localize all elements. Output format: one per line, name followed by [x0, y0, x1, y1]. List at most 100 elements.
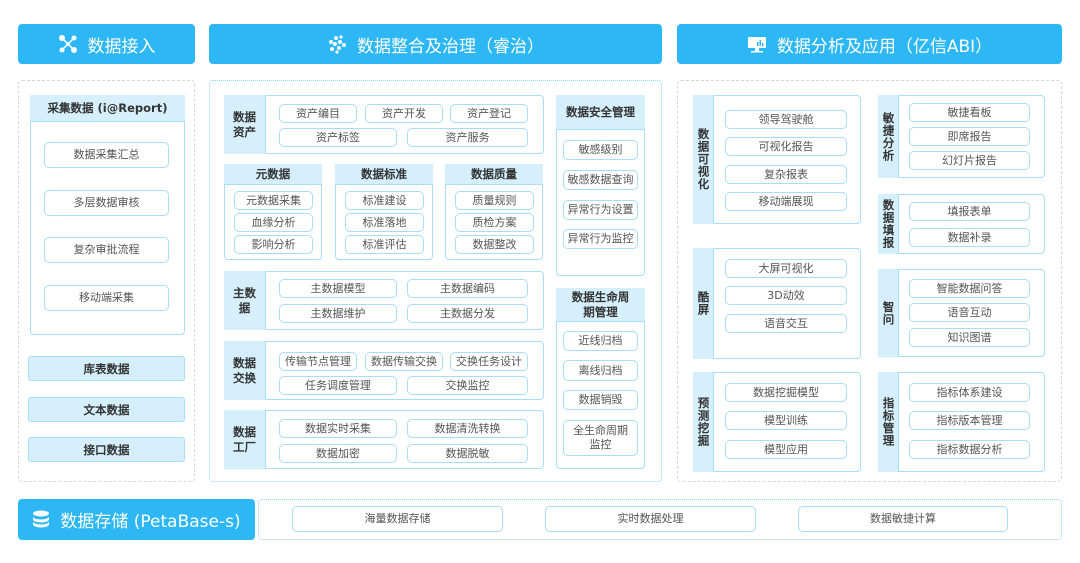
module-item[interactable]: 数据加密: [279, 444, 397, 463]
screen-title: 酷屏: [693, 248, 714, 359]
module-item[interactable]: 幻灯片报告: [909, 151, 1030, 170]
module-item[interactable]: 数据补录: [909, 228, 1030, 247]
lifecycle-title: 数据生命周期管理: [556, 288, 645, 322]
module-item[interactable]: 指标数据分析: [909, 440, 1030, 459]
module-item[interactable]: 数据脱敏: [407, 444, 528, 463]
module-item[interactable]: 填报表单: [909, 202, 1030, 221]
module-item[interactable]: 资产编目: [279, 104, 357, 123]
meta-title: 元数据: [224, 164, 322, 185]
module-item[interactable]: 指标体系建设: [909, 383, 1030, 402]
module-item[interactable]: 大屏可视化: [725, 259, 847, 278]
module-item[interactable]: 海量数据存储: [292, 506, 503, 532]
module-item[interactable]: 数据实时采集: [279, 419, 397, 438]
module-item[interactable]: 主数据分发: [407, 304, 528, 323]
module-item[interactable]: 标准落地: [345, 213, 424, 232]
module-item[interactable]: 标准建设: [345, 191, 424, 210]
module-item[interactable]: 资产登记: [450, 104, 528, 123]
module-item[interactable]: 资产开发: [365, 104, 443, 123]
asset-title: 数据资产: [224, 95, 266, 154]
module-item[interactable]: 异常行为设置: [563, 200, 638, 220]
section-header-label: 数据分析及应用（亿信ABI）: [776, 36, 993, 57]
monitor-chart-icon: [747, 34, 767, 54]
fill-title: 数据填报: [878, 194, 899, 254]
module-item[interactable]: 敏感数据查询: [563, 170, 638, 190]
module-item[interactable]: 数据挖掘模型: [725, 383, 847, 402]
module-item[interactable]: 交换监控: [407, 376, 528, 395]
module-item[interactable]: 血缘分析: [234, 213, 313, 232]
module-item[interactable]: 主数据编码: [407, 279, 528, 298]
module-item[interactable]: 多层数据审核: [44, 190, 169, 216]
ask-title: 智问: [878, 269, 899, 357]
storage-panel: [258, 499, 1062, 540]
mining-title: 预测挖掘: [693, 372, 714, 472]
module-item[interactable]: 传输节点管理: [279, 352, 357, 371]
module-item[interactable]: 移动端采集: [44, 285, 169, 311]
module-item[interactable]: 资产服务: [407, 128, 528, 147]
module-item[interactable]: 领导驾驶舱: [725, 110, 847, 129]
module-item[interactable]: 影响分析: [234, 235, 313, 254]
data-source-0[interactable]: 库表数据: [28, 356, 185, 381]
module-item[interactable]: 敏感级别: [563, 140, 638, 160]
section-header-label: 数据存储 (PetaBase-s): [60, 512, 241, 532]
master-title: 主数据: [224, 271, 266, 330]
module-item[interactable]: 数据采集汇总: [44, 142, 169, 168]
agile-title: 敏捷分析: [878, 95, 899, 178]
database-icon: [32, 510, 50, 530]
module-item[interactable]: 质量规则: [455, 191, 534, 210]
section-header-label: 数据整合及治理（睿治）: [357, 36, 544, 57]
module-item[interactable]: 标准评估: [345, 235, 424, 254]
module-item[interactable]: 数据清洗转换: [407, 419, 528, 438]
section-header-0: 数据接入: [18, 24, 195, 64]
dots-grid-icon: [327, 34, 347, 54]
network-nodes-icon: [58, 34, 78, 54]
module-item[interactable]: 模型训练: [725, 411, 847, 430]
module-item[interactable]: 语音交互: [725, 314, 847, 333]
module-item[interactable]: 复杂报表: [725, 165, 847, 184]
module-item[interactable]: 主数据模型: [279, 279, 397, 298]
module-item[interactable]: 指标版本管理: [909, 411, 1030, 430]
collect-data-title: 采集数据 (i@Report): [30, 95, 185, 122]
factory-title: 数据工厂: [224, 410, 266, 469]
module-item[interactable]: 3D动效: [725, 286, 847, 305]
module-item[interactable]: 数据整改: [455, 235, 534, 254]
data-source-1[interactable]: 文本数据: [28, 397, 185, 422]
module-item[interactable]: 数据敏捷计算: [798, 506, 1008, 532]
module-item[interactable]: 离线归档: [563, 360, 638, 381]
viz-title: 数据可视化: [693, 95, 714, 224]
module-item[interactable]: 质检方案: [455, 213, 534, 232]
analysis-panel: [677, 80, 1062, 482]
module-item[interactable]: 交换任务设计: [450, 352, 528, 371]
section-header-label: 数据接入: [87, 36, 156, 57]
module-item[interactable]: 元数据采集: [234, 191, 313, 210]
module-item[interactable]: 语音互动: [909, 303, 1030, 322]
governance-panel: [209, 80, 662, 482]
section-header-3: 数据存储 (PetaBase-s): [18, 499, 255, 540]
module-item[interactable]: 敏捷看板: [909, 103, 1030, 122]
ingest-panel: [18, 80, 195, 482]
module-item[interactable]: 移动端展现: [725, 192, 847, 211]
section-header-2: 数据分析及应用（亿信ABI）: [677, 24, 1062, 64]
module-item[interactable]: 智能数据问答: [909, 279, 1030, 298]
module-item[interactable]: 近线归档: [563, 331, 638, 351]
indicator-title: 指标管理: [878, 372, 899, 472]
module-item[interactable]: 实时数据处理: [545, 506, 756, 532]
module-item[interactable]: 知识图谱: [909, 328, 1030, 347]
module-item[interactable]: 全生命周期监控: [563, 420, 638, 456]
module-item[interactable]: 数据销毁: [563, 390, 638, 410]
section-header-1: 数据整合及治理（睿治）: [209, 24, 662, 64]
quality-title: 数据质量: [445, 164, 543, 185]
exchange-title: 数据交换: [224, 341, 266, 400]
security-title: 数据安全管理: [556, 95, 645, 130]
module-item[interactable]: 即席报告: [909, 127, 1030, 146]
module-item[interactable]: 数据传输交换: [365, 352, 443, 371]
data-source-2[interactable]: 接口数据: [28, 437, 185, 462]
standard-title: 数据标准: [335, 164, 433, 185]
module-item[interactable]: 任务调度管理: [279, 376, 397, 395]
module-item[interactable]: 资产标签: [279, 128, 397, 147]
module-item[interactable]: 主数据维护: [279, 304, 397, 323]
module-item[interactable]: 异常行为监控: [563, 229, 638, 249]
module-item[interactable]: 可视化报告: [725, 137, 847, 156]
module-item[interactable]: 模型应用: [725, 440, 847, 459]
module-item[interactable]: 复杂审批流程: [44, 237, 169, 263]
